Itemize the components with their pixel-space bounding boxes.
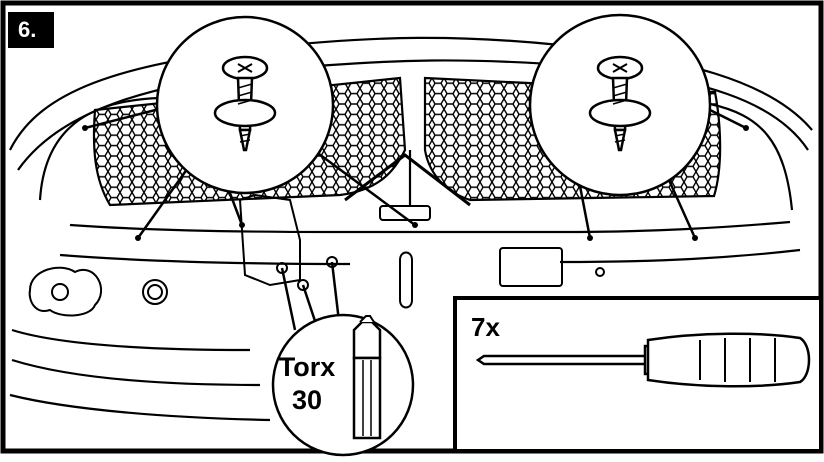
step-number-badge: 6. (8, 12, 54, 48)
screw-locations (82, 125, 749, 241)
torx-bit-icon (352, 315, 382, 440)
quantity-label: 7x (471, 312, 500, 342)
push-clip-screw-icon (213, 55, 277, 152)
push-clip-screw-icon (588, 55, 652, 152)
screwdriver-icon (475, 332, 811, 388)
car-body (9, 36, 813, 422)
lower-panel (28, 193, 605, 317)
torx-label: Torx (278, 352, 336, 382)
torx-size-label: 30 (291, 385, 323, 415)
